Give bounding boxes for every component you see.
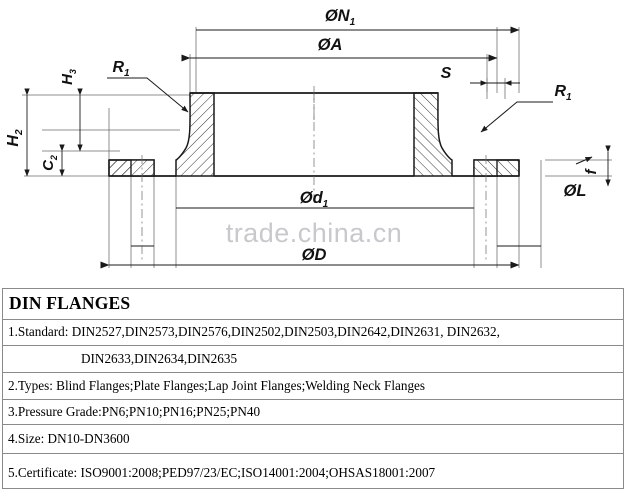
spec-title: DIN FLANGES xyxy=(2,288,624,320)
label-height-total: H2 xyxy=(5,129,25,147)
label-flange-thickness: C2 xyxy=(40,155,59,171)
table-row: 4.Size: DN10-DN3600 xyxy=(2,424,624,454)
bolt-hole-centerlines xyxy=(141,86,487,262)
flange-body-right xyxy=(413,92,520,177)
radius-leaders xyxy=(107,77,553,133)
extension-lines xyxy=(22,27,612,268)
spec-types: 2.Types: Blind Flanges;Plate Flanges;Lap… xyxy=(2,372,624,400)
table-row: DIN2633,DIN2634,DIN2635 xyxy=(2,345,624,373)
table-row: 1.Standard: DIN2527,DIN2573,DIN2576,DIN2… xyxy=(2,319,624,346)
label-bore: Ød1 xyxy=(300,189,329,210)
flange-drawing-svg: ØN1 ØA S R1 R1 H2 H3 C2 Ød1 ØD ØL f xyxy=(5,7,612,269)
table-row-title: DIN FLANGES xyxy=(2,288,624,320)
label-outer-bolt-circle: ØN1 xyxy=(325,7,356,28)
spec-certificate: 5.Certificate: ISO9001:2008;PED97/23/EC;… xyxy=(2,453,624,489)
spec-standard-continued: DIN2633,DIN2634,DIN2635 xyxy=(2,345,624,373)
label-wall-thickness: S xyxy=(441,65,452,82)
label-hub-outer: ØA xyxy=(318,36,343,54)
table-row: 5.Certificate: ISO9001:2008;PED97/23/EC;… xyxy=(2,453,624,489)
dimension-labels: ØN1 ØA S R1 R1 H2 H3 C2 Ød1 ØD ØL f xyxy=(5,7,600,264)
table-row: 3.Pressure Grade:PN6;PN10;PN16;PN25;PN40 xyxy=(2,399,624,425)
spec-size: 4.Size: DN10-DN3600 xyxy=(2,424,624,454)
label-radius-right: R1 xyxy=(554,83,572,103)
spec-pressure-grade: 3.Pressure Grade:PN6;PN10;PN16;PN25;PN40 xyxy=(2,399,624,425)
label-height-raised: H3 xyxy=(59,69,78,85)
specification-table: DIN FLANGES 1.Standard: DIN2527,DIN2573,… xyxy=(2,288,624,489)
flange-body-left xyxy=(108,92,215,177)
table-row: 2.Types: Blind Flanges;Plate Flanges;Lap… xyxy=(2,372,624,400)
label-flange-outer: ØD xyxy=(302,246,327,264)
label-radius-left: R1 xyxy=(112,59,130,79)
flange-technical-drawing: ØN1 ØA S R1 R1 H2 H3 C2 Ød1 ØD ØL f trad… xyxy=(5,7,612,269)
spec-standard: 1.Standard: DIN2527,DIN2573,DIN2576,DIN2… xyxy=(2,319,624,346)
label-face-height: f xyxy=(583,168,600,175)
label-bolt-hole: ØL xyxy=(564,182,587,200)
face-height-ticks xyxy=(575,156,593,165)
